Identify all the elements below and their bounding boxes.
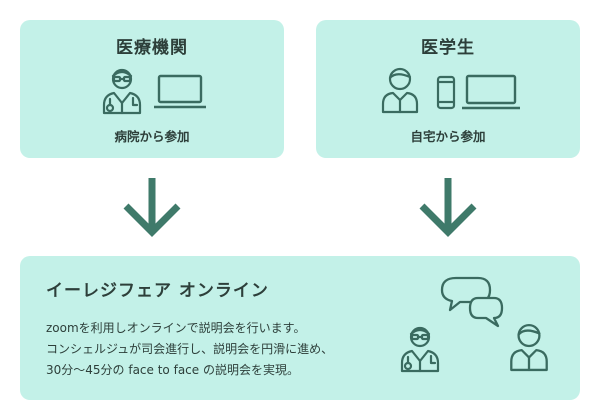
- medical-institution-subtitle: 病院から参加: [114, 129, 190, 144]
- doctor-icon: [400, 326, 440, 373]
- online-fair-description: zoomを利用しオンラインで説明会を行います。 コンシェルジュが司会進行し、説明…: [46, 318, 333, 381]
- student-icon: [381, 67, 419, 114]
- chat-bubbles-icon: [440, 276, 504, 328]
- arrow-down-left-icon: [123, 178, 181, 237]
- medical-institution-title: 医療機関: [116, 38, 188, 58]
- smartphone-icon: [436, 75, 456, 110]
- laptop-icon: [154, 74, 206, 109]
- online-fair-title: イーレジフェア オンライン: [46, 281, 269, 301]
- medical-student-subtitle: 自宅から参加: [410, 129, 486, 144]
- description-line: zoomを利用しオンラインで説明会を行います。: [46, 321, 306, 335]
- description-line: コンシェルジュが司会進行し、説明会を円滑に進め、: [46, 342, 334, 356]
- laptop-icon: [462, 74, 520, 110]
- doctor-icon: [102, 68, 142, 115]
- medical-institution-card: 医療機関 病院から参加: [20, 20, 284, 158]
- medical-student-title: 医学生: [421, 38, 475, 58]
- medical-student-card: 医学生 自宅から参加: [316, 20, 580, 158]
- description-line: 30分〜45分の face to face の説明会を実現。: [46, 363, 299, 377]
- arrow-down-right-icon: [419, 178, 477, 237]
- online-fair-card: イーレジフェア オンライン zoomを利用しオンラインで説明会を行います。 コン…: [20, 256, 580, 400]
- student-icon: [510, 323, 548, 372]
